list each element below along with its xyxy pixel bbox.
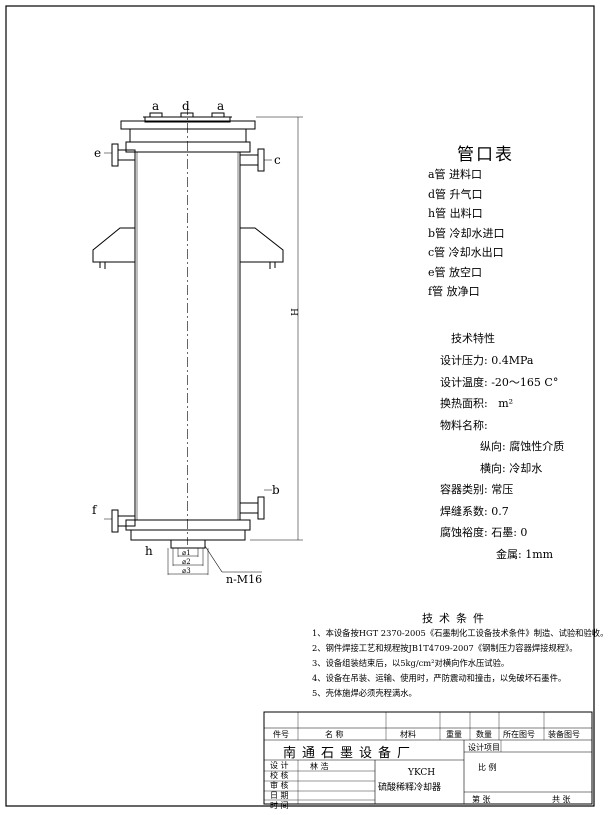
spec-value: m² bbox=[498, 397, 514, 410]
lower-shell-flange bbox=[125, 519, 251, 531]
header-name: 名 称 bbox=[325, 730, 344, 739]
role-time: 时 间 bbox=[270, 801, 289, 810]
label-c: c bbox=[274, 153, 281, 167]
role-check: 校 核 bbox=[270, 771, 289, 780]
sheet-frame bbox=[5, 5, 595, 807]
nozzle-item: f管 放净口 bbox=[428, 285, 480, 298]
spec-label: 横向: bbox=[480, 461, 506, 475]
upper-shell-flange bbox=[125, 141, 251, 153]
nozzle-item: c管 冷却水出口 bbox=[428, 246, 504, 259]
header-part-no: 件号 bbox=[273, 730, 289, 739]
product-name: 硫酸稀释冷却器 bbox=[378, 783, 442, 793]
spec-row: 焊缝系数: 0.7 bbox=[440, 501, 564, 523]
spec-label: 换热面积: bbox=[440, 397, 488, 410]
spec-row: 横向: 冷却水 bbox=[440, 458, 564, 480]
nozzle-item: e管 放空口 bbox=[428, 265, 483, 279]
spec-label: 腐蚀裕度: bbox=[440, 526, 488, 539]
product-code: YKCH bbox=[408, 768, 436, 778]
spec-row: 设计温度: -20～165 C° bbox=[440, 372, 564, 394]
requirement-item: 2、钢件焊接工艺和规程按JB1T4709-2007《钢制压力容器焊接规程》。 bbox=[312, 643, 578, 653]
spec-label: 物料名称: bbox=[440, 418, 488, 432]
spec-row: 设计压力: 0.4MPa bbox=[440, 350, 564, 372]
specs-list: 设计压力: 0.4MPa 设计温度: -20～165 C° 换热面积: m² 物… bbox=[440, 350, 564, 565]
header-weight: 重量 bbox=[446, 730, 462, 739]
bolt-label: n-M16 bbox=[226, 573, 262, 586]
dim-d3: ⌀3 bbox=[182, 567, 191, 575]
spec-value: 常压 bbox=[491, 483, 514, 496]
header-quantity: 数量 bbox=[476, 730, 492, 739]
dim-d1: ⌀1 bbox=[182, 549, 191, 557]
label-h: h bbox=[145, 544, 153, 558]
spec-row: 物料名称: bbox=[440, 415, 564, 437]
scale-label: 比 例 bbox=[478, 763, 497, 772]
dim-d2: ⌀2 bbox=[182, 558, 191, 566]
spec-value: 腐蚀性介质 bbox=[509, 440, 565, 453]
nozzle-table-title: 管口表 bbox=[457, 145, 514, 165]
company-name: 南通石墨设备厂 bbox=[283, 746, 417, 761]
nozzle-item: d管 升气口 bbox=[428, 187, 483, 201]
role-design: 设 计 bbox=[270, 761, 289, 770]
bottom-head bbox=[130, 529, 246, 541]
sheet-number: 第 张 bbox=[472, 795, 491, 804]
spec-value: 石墨: 0 bbox=[491, 526, 528, 539]
design-item-label: 设计项目 bbox=[468, 743, 500, 752]
role-review: 审 核 bbox=[270, 781, 289, 790]
nozzle-item: h管 出料口 bbox=[428, 207, 483, 220]
spec-label: 焊缝系数: bbox=[440, 504, 488, 518]
spec-label: 设计压力: bbox=[440, 354, 488, 367]
spec-row: 换热面积: m² bbox=[440, 393, 564, 415]
label-H: H bbox=[291, 308, 301, 316]
designer-name: 林 浩 bbox=[310, 762, 329, 771]
nozzle-table: a管 进料口 d管 升气口 h管 出料口 b管 冷却水进口 c管 冷却水出口 e… bbox=[428, 165, 505, 302]
label-b: b bbox=[272, 483, 280, 497]
left-support-lug bbox=[92, 227, 136, 263]
spec-value: 0.4MPa bbox=[491, 354, 534, 367]
right-support-lug bbox=[239, 227, 284, 263]
spec-row: 腐蚀裕度: 石墨: 0 bbox=[440, 522, 564, 544]
header-assembly-no: 装备图号 bbox=[548, 730, 580, 739]
spec-value: 冷却水 bbox=[509, 461, 543, 475]
spec-label: 设计温度: bbox=[440, 375, 488, 389]
header-material: 材料 bbox=[400, 730, 416, 739]
roles-list: 设 计 校 核 审 核 日 期 时 间 bbox=[270, 761, 289, 811]
label-e: e bbox=[94, 146, 101, 160]
nozzle-item: a管 进料口 bbox=[428, 168, 483, 181]
nozzle-item: b管 冷却水进口 bbox=[428, 226, 505, 240]
label-f: f bbox=[92, 503, 98, 517]
sheet-total: 共 张 bbox=[552, 795, 571, 804]
specs-title: 技术特性 bbox=[451, 332, 495, 345]
spec-row: 容器类别: 常压 bbox=[440, 479, 564, 501]
spec-label: 纵向: bbox=[480, 440, 506, 453]
spec-label: 容器类别: bbox=[440, 483, 488, 496]
role-date: 日 期 bbox=[270, 791, 289, 800]
top-flange-body bbox=[129, 128, 247, 143]
spec-value: 0.7 bbox=[491, 504, 509, 518]
label-a-left: a bbox=[152, 99, 159, 113]
requirement-item: 5、壳体施焊必须壳程满水。 bbox=[312, 688, 417, 698]
requirement-item: 4、设备在吊装、运输、使用时，严防震动和撞击，以免破坏石墨件。 bbox=[312, 673, 567, 683]
spec-row: 纵向: 腐蚀性介质 bbox=[440, 436, 564, 458]
spec-value: -20～165 C° bbox=[491, 375, 559, 389]
requirement-item: 1、本设备按HGT 2370-2005《石墨制化工设备技术条件》制造、试验和验收… bbox=[312, 628, 608, 638]
title-block-grid bbox=[263, 711, 593, 805]
spec-row: 金属: 1mm bbox=[440, 544, 564, 566]
label-d: d bbox=[182, 99, 190, 113]
requirements-list: 1、本设备按HGT 2370-2005《石墨制化工设备技术条件》制造、试验和验收… bbox=[312, 626, 608, 701]
header-drawing-no: 所在图号 bbox=[503, 730, 535, 739]
bottom-outlet bbox=[170, 539, 206, 549]
vessel-drawing bbox=[92, 105, 303, 575]
requirements-title: 技术条件 bbox=[422, 612, 490, 625]
requirement-item: 3、设备组装结束后，以5kg/cm²对横向作水压试验。 bbox=[312, 658, 510, 668]
spec-value: 金属: 1mm bbox=[496, 547, 554, 561]
label-a-right: a bbox=[217, 99, 224, 113]
diagram-labels: a d a e c b f h H ⌀1 ⌀2 ⌀3 n-M16 bbox=[92, 99, 301, 586]
